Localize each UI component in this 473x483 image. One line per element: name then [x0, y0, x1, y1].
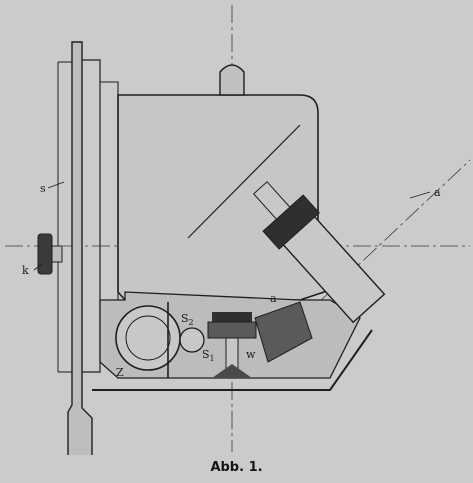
eyepiece-top — [252, 181, 291, 220]
flange-ring — [82, 59, 101, 373]
front-flange — [67, 41, 93, 455]
worm-shaft — [225, 337, 239, 369]
worm-wheel-a — [254, 301, 313, 363]
label-z: Z — [116, 366, 124, 379]
knob-shaft — [51, 245, 63, 263]
label-k: k — [22, 264, 29, 277]
figure-caption: Abb. 1. — [210, 460, 263, 475]
knurled-knob-k — [37, 233, 53, 275]
label-w: w — [246, 348, 256, 361]
housing-body — [117, 94, 331, 301]
eyepiece-tube — [252, 181, 386, 324]
bevel-gear-body — [207, 321, 257, 339]
flange-inner-ring — [100, 81, 119, 300]
gear-large-inner — [125, 315, 171, 361]
prism-diagonal — [187, 124, 301, 239]
pinion-s2 — [179, 327, 205, 353]
label-s: s — [40, 182, 46, 195]
label-s2: S2 — [181, 312, 194, 327]
label-s1: S1 — [202, 348, 215, 363]
label-a-mid: a — [270, 292, 277, 305]
microscope-drawing: s k a a S2 S1 w Z — [5, 5, 471, 455]
gear-mount — [212, 364, 252, 378]
base-plate — [92, 329, 373, 391]
bevel-gear-upper — [212, 312, 252, 322]
leader-lines — [33, 181, 431, 271]
top-knob — [219, 64, 245, 96]
label-a-top: a — [434, 186, 441, 199]
